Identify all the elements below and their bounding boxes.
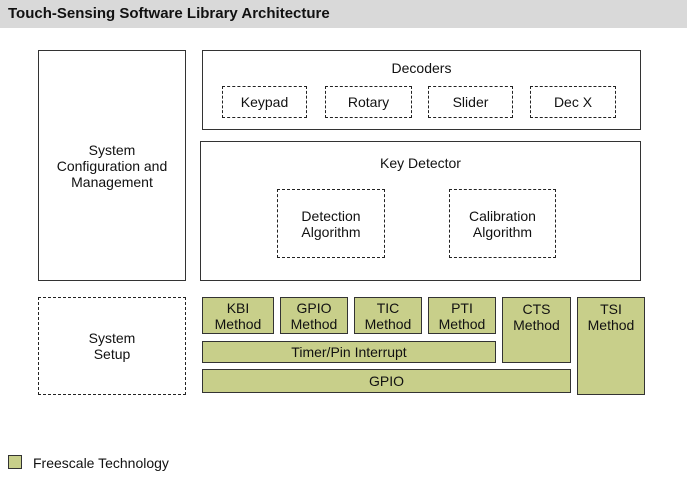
tic-method-label: TIC Method (364, 299, 412, 332)
gpio-method-label: GPIO Method (290, 299, 338, 332)
timer-pin-interrupt-label: Timer/Pin Interrupt (291, 344, 407, 360)
kbi-method-box: KBI Method (202, 297, 274, 334)
decoder-keypad: Keypad (222, 86, 307, 118)
tic-method-box: TIC Method (354, 297, 422, 334)
system-setup-box: System Setup (38, 297, 186, 395)
diagram-title: Touch-Sensing Software Library Architect… (8, 5, 330, 22)
decoders-label: Decoders (391, 60, 452, 76)
tsi-method-label: TSI Method (587, 301, 635, 333)
detection-algorithm-box: Detection Algorithm (277, 189, 385, 258)
legend-swatch (8, 455, 22, 469)
key-detector-label: Key Detector (380, 155, 461, 171)
title-bar: Touch-Sensing Software Library Architect… (0, 0, 687, 28)
decoder-dec-x: Dec X (530, 86, 616, 118)
system-config-label: System Configuration and Management (56, 141, 168, 190)
pti-method-box: PTI Method (428, 297, 496, 334)
tsi-method-box: TSI Method (577, 297, 645, 395)
decoder-rotary-label: Rotary (347, 94, 390, 110)
pti-method-label: PTI Method (438, 299, 486, 332)
calibration-algorithm-box: Calibration Algorithm (449, 189, 556, 258)
cts-method-box: CTS Method (502, 297, 571, 363)
cts-method-label: CTS Method (513, 301, 560, 333)
decoder-slider: Slider (428, 86, 513, 118)
decoder-slider-label: Slider (452, 94, 489, 110)
calibration-algorithm-label: Calibration Algorithm (469, 207, 536, 240)
gpio-label: GPIO (368, 373, 404, 389)
gpio-box: GPIO (202, 369, 571, 393)
timer-pin-interrupt-box: Timer/Pin Interrupt (202, 341, 496, 363)
decoder-keypad-label: Keypad (240, 94, 289, 110)
legend-label: Freescale Technology (33, 455, 169, 471)
kbi-method-label: KBI Method (214, 299, 262, 332)
detection-algorithm-label: Detection Algorithm (301, 207, 361, 240)
decoder-dec-x-label: Dec X (553, 94, 593, 110)
key-detector-box: Key Detector (200, 141, 641, 281)
system-setup-label: System Setup (88, 330, 136, 362)
system-config-box: System Configuration and Management (38, 50, 186, 281)
decoder-rotary: Rotary (325, 86, 412, 118)
gpio-method-box: GPIO Method (280, 297, 348, 334)
